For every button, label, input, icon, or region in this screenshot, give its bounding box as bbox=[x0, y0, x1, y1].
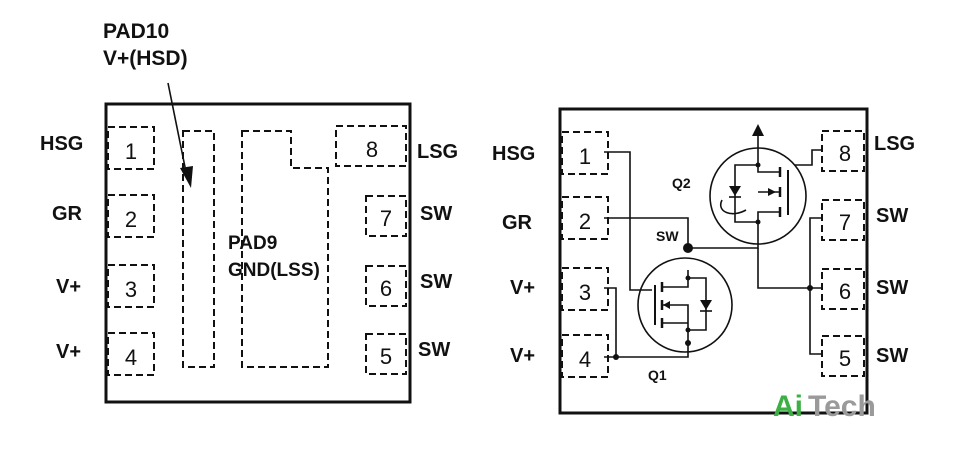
left-pin-4-pad bbox=[107, 332, 155, 376]
q1-label: Q1 bbox=[648, 367, 667, 383]
sw-junction bbox=[807, 285, 813, 291]
ground-arrow-icon bbox=[752, 124, 764, 136]
sw-node-dot bbox=[683, 243, 693, 253]
left-pin-1-label: HSG bbox=[40, 133, 83, 155]
left-pin-4-label: V+ bbox=[56, 341, 81, 363]
right-pin-6-label: SW bbox=[876, 277, 908, 299]
left-pin-5-label: SW bbox=[418, 339, 450, 361]
left-pin-1-pad bbox=[107, 126, 155, 170]
pad10-label: PAD10 bbox=[103, 20, 169, 43]
right-pin-4-pad bbox=[561, 334, 609, 378]
left-pin-7-number: 7 bbox=[380, 206, 392, 231]
sw-pins-wire bbox=[757, 217, 822, 355]
left-pin-6-pad bbox=[365, 265, 407, 307]
pad9 bbox=[241, 130, 329, 368]
watermark-tech: Tech bbox=[808, 390, 876, 423]
lsg-wire bbox=[795, 149, 822, 166]
left-pin-3-label: V+ bbox=[56, 276, 81, 298]
pad10-function-label: V+(HSD) bbox=[103, 47, 188, 70]
left-pin-3-number: 3 bbox=[125, 277, 137, 302]
right-pin-7-label: SW bbox=[876, 205, 908, 227]
left-pin-6-label: SW bbox=[420, 271, 452, 293]
right-pin-5-pad bbox=[821, 335, 865, 377]
q2-label: Q2 bbox=[672, 175, 691, 191]
right-pin-6-pad bbox=[821, 268, 865, 310]
left-pin-3-pad bbox=[107, 264, 155, 308]
right-pin-2-label: GR bbox=[502, 212, 533, 234]
left-package: PAD10 V+(HSD) PAD9 GND(LSS) 1 HSG 2 GR 3… bbox=[40, 20, 458, 404]
internal-wiring bbox=[604, 124, 822, 360]
pad9-label: PAD9 bbox=[228, 233, 277, 254]
right-pin-3-label: V+ bbox=[510, 277, 535, 299]
q1-mosfet-icon bbox=[637, 257, 733, 353]
right-pin-5-label: SW bbox=[876, 345, 908, 367]
left-pin-7-pad bbox=[365, 195, 407, 237]
left-pin-2-number: 2 bbox=[125, 207, 137, 232]
q1-source-junction bbox=[685, 340, 691, 346]
left-pin-8-label: LSG bbox=[417, 141, 458, 163]
sw-node-label: SW bbox=[656, 228, 679, 244]
left-pin-8-number: 8 bbox=[366, 137, 378, 162]
right-pin-3-number: 3 bbox=[579, 280, 591, 305]
vplus-junction bbox=[613, 354, 619, 360]
right-pin-5-number: 5 bbox=[839, 346, 851, 371]
left-pin-1-number: 1 bbox=[125, 139, 137, 164]
right-package-outline bbox=[558, 107, 869, 415]
right-pin-7-pad bbox=[821, 199, 865, 241]
right-pin-7-number: 7 bbox=[839, 210, 851, 235]
left-package-outline bbox=[104, 102, 412, 404]
left-pin-4-number: 4 bbox=[125, 345, 137, 370]
hsg-wire bbox=[604, 151, 652, 291]
right-pin-2-number: 2 bbox=[579, 209, 591, 234]
right-package: 1 HSG 2 GR 3 V+ 4 V+ 8 LSG 7 SW 6 SW 5 S… bbox=[492, 107, 915, 415]
right-pin-8-number: 8 bbox=[839, 141, 851, 166]
right-pin-4-number: 4 bbox=[579, 347, 591, 372]
sw-node-wire bbox=[688, 230, 759, 249]
right-pin-1-label: HSG bbox=[492, 143, 535, 165]
left-pin-2-label: GR bbox=[52, 203, 83, 225]
right-pin-4-label: V+ bbox=[510, 345, 535, 367]
right-pin-1-pad bbox=[561, 131, 609, 175]
pad10-arrow-head bbox=[180, 166, 193, 188]
left-pin-2-pad bbox=[107, 194, 155, 238]
left-pin-8-pad bbox=[335, 125, 407, 167]
left-pin-5-number: 5 bbox=[380, 344, 392, 369]
left-pin-7-label: SW bbox=[420, 203, 452, 225]
right-pin-8-label: LSG bbox=[874, 133, 915, 155]
watermark-ai: Ai bbox=[773, 390, 803, 423]
left-pin-5-pad bbox=[365, 333, 407, 375]
right-pin-8-pad bbox=[821, 130, 865, 172]
pad10 bbox=[182, 130, 215, 368]
q2-mosfet-icon bbox=[709, 147, 807, 245]
right-pin-3-pad bbox=[561, 267, 609, 311]
aitech-logo: Ai Tech bbox=[773, 390, 876, 423]
right-pin-6-number: 6 bbox=[839, 279, 851, 304]
gr-wire bbox=[604, 217, 689, 248]
left-pin-6-number: 6 bbox=[380, 276, 392, 301]
right-pin-1-number: 1 bbox=[579, 144, 591, 169]
pad9-function-label: GND(LSS) bbox=[228, 260, 320, 281]
